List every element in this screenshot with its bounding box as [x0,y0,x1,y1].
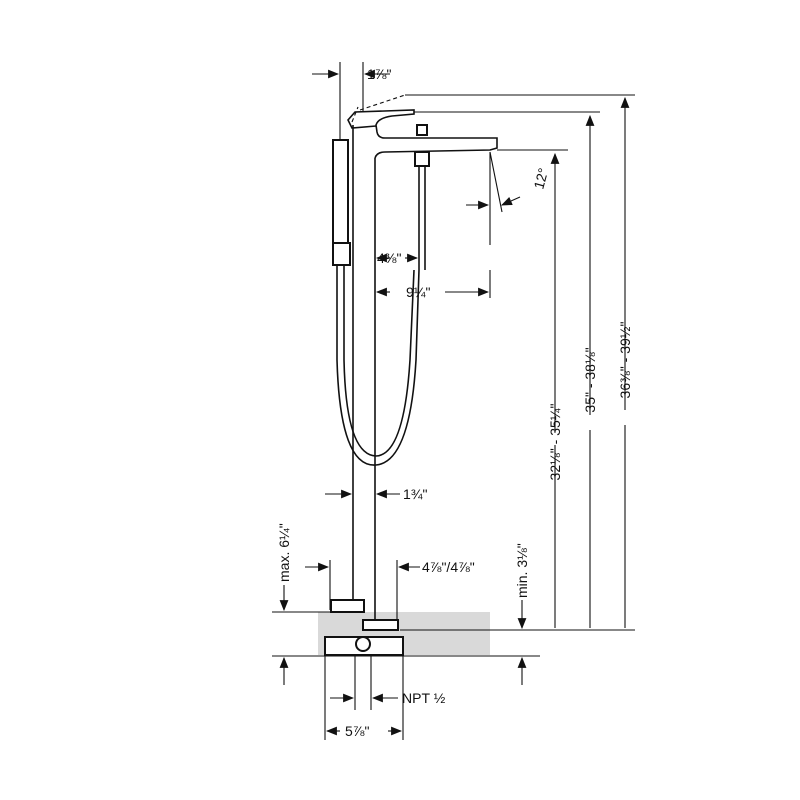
label-column-diameter: 1¾" [403,486,427,502]
label-base-width: 4⅞"/4⅞" [422,559,475,575]
label-spout-height: 32⅛" - 35¼" [547,404,563,481]
label-mount-width: 5⅞" [345,723,369,739]
label-lever-offset: 1⅞" [367,66,391,82]
label-max-height: 36⅜" - 39½" [617,322,633,399]
label-spout-reach: 9¼" [406,284,430,300]
faucet-body [324,94,498,656]
dimension-lines [279,62,635,740]
label-column-to-pipe: 4⅜" [377,250,401,266]
label-lever-height: 35" - 38⅛" [582,347,598,412]
label-max-floor-depth: max. 6¼" [276,523,292,582]
label-min-depth: min. 3⅛" [514,543,530,598]
label-spout-angle: 12° [530,166,551,191]
label-connection: NPT ½ [402,690,446,706]
